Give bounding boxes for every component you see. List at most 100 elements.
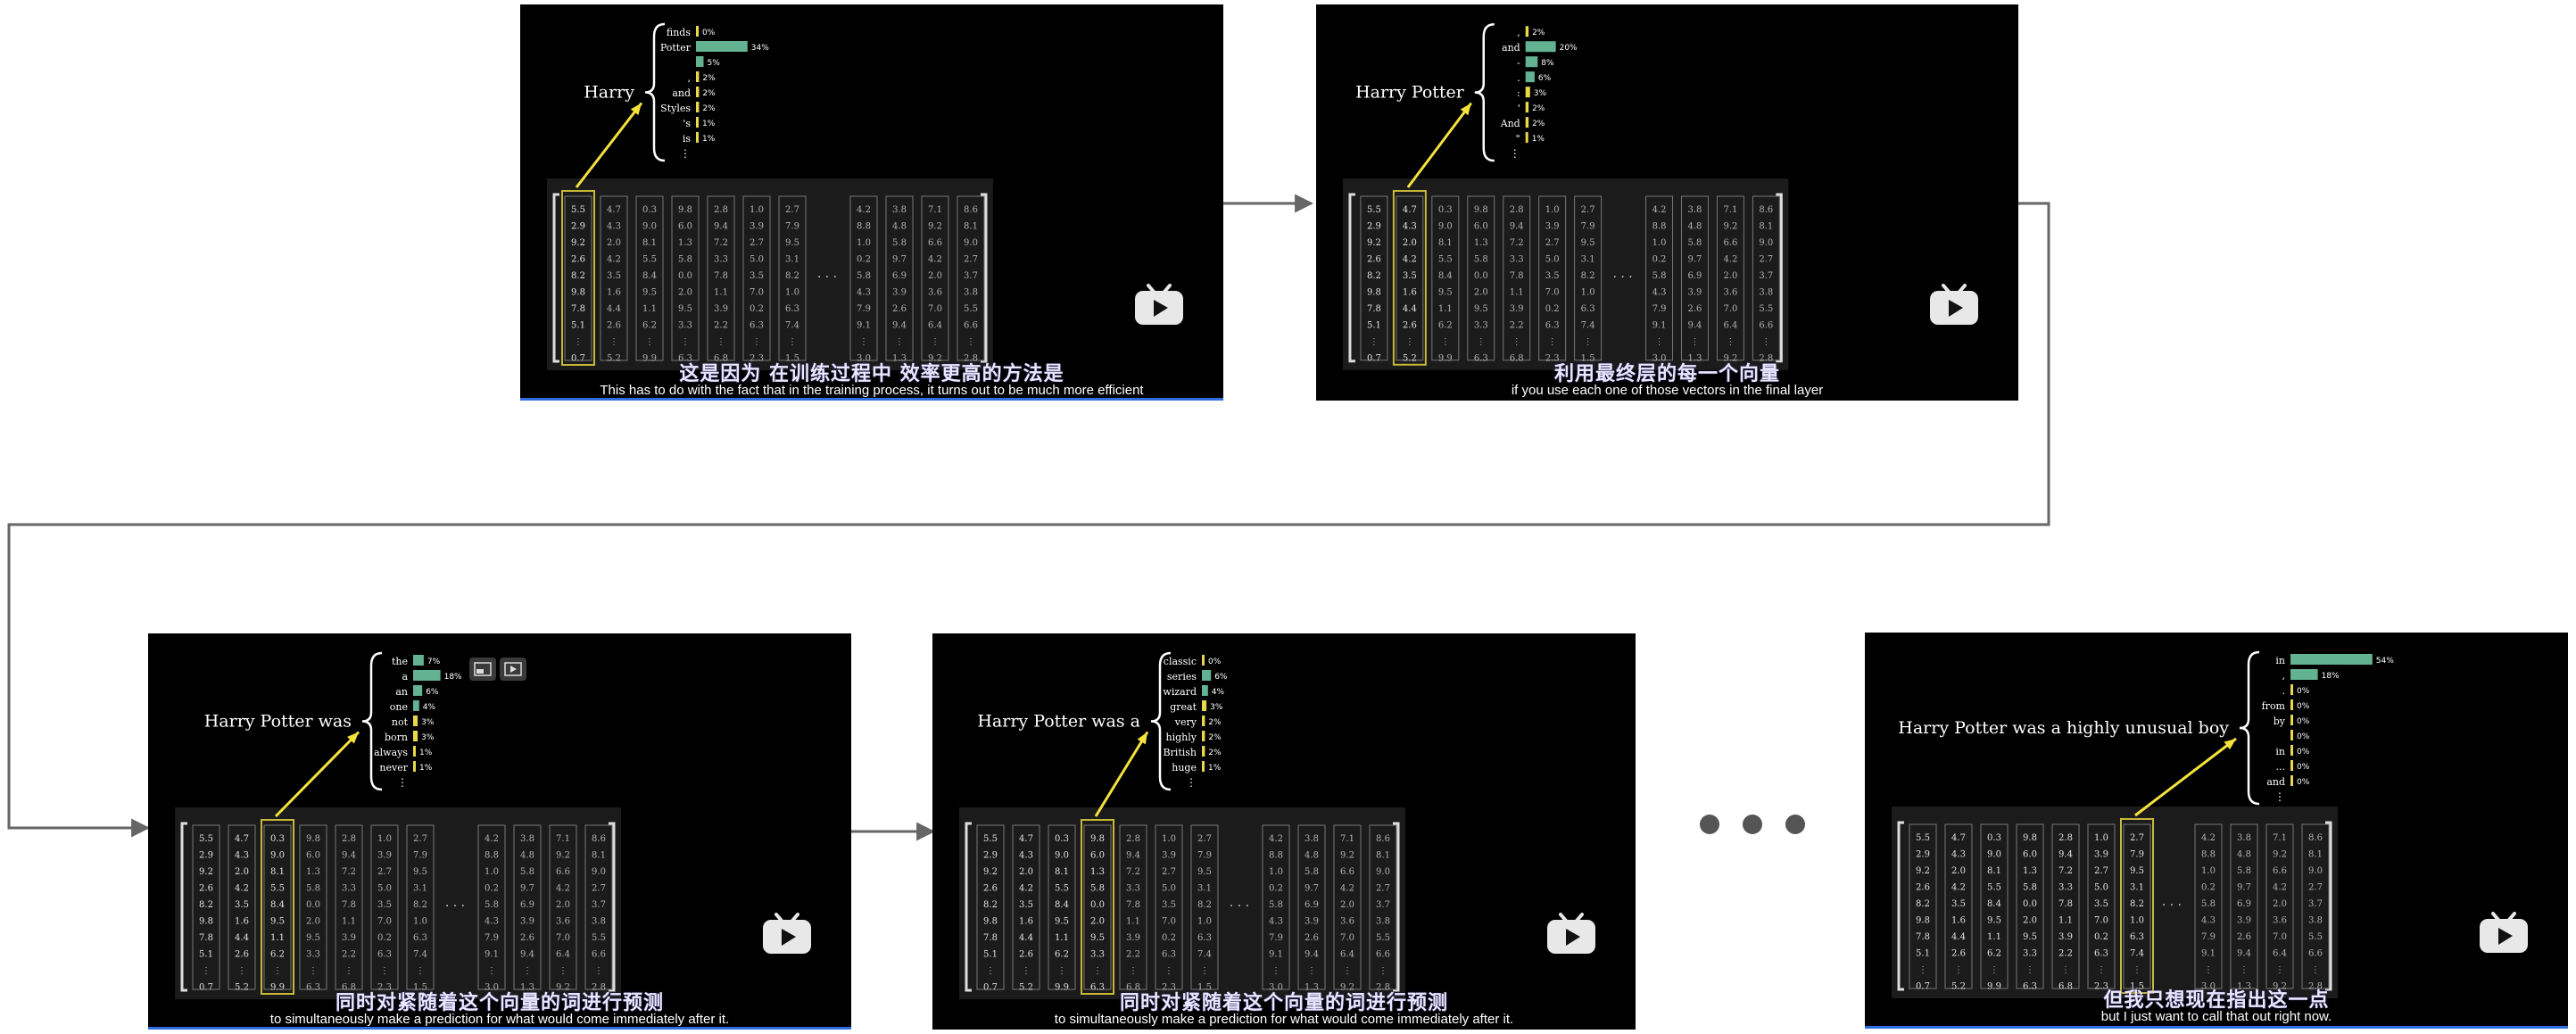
vector-column bbox=[1297, 824, 1326, 990]
vector-value: 9.7 bbox=[1305, 884, 1319, 894]
vector-vdots: ⋮ bbox=[1726, 337, 1735, 347]
vector-value: 7.0 bbox=[377, 917, 392, 927]
embedding-matrix: 5.52.99.22.68.29.87.85.10.7⋮4.74.32.04.2… bbox=[1342, 178, 1789, 370]
prediction-word: the bbox=[392, 656, 408, 667]
vector-value: 9.5 bbox=[1474, 304, 1488, 314]
vector-value: 3.6 bbox=[2273, 916, 2287, 926]
vector-value: 8.6 bbox=[1376, 834, 1390, 844]
vector-value: 6.4 bbox=[928, 321, 942, 331]
vector-value: 8.2 bbox=[571, 271, 585, 281]
vector-value: 1.3 bbox=[1090, 867, 1105, 877]
vector-value: 3.6 bbox=[1723, 287, 1737, 297]
vector-value: 8.2 bbox=[1367, 271, 1381, 281]
picture-in-picture-icon[interactable] bbox=[469, 658, 496, 681]
vector-value: 7.1 bbox=[2273, 833, 2287, 843]
vector-value: 8.2 bbox=[1916, 899, 1930, 909]
vector-vdots: ⋮ bbox=[2097, 965, 2106, 975]
vector-value: 6.4 bbox=[1340, 950, 1354, 960]
vector-value: 6.4 bbox=[556, 950, 570, 960]
highlight-column-box bbox=[1081, 819, 1114, 995]
vector-value: 9.5 bbox=[678, 304, 692, 314]
vector-value: 0.3 bbox=[270, 834, 285, 844]
vector-vdots: ⋮ bbox=[609, 337, 618, 347]
vector-vdots: ⋮ bbox=[1405, 337, 1414, 347]
prediction-word: great bbox=[1170, 701, 1197, 713]
matrix-left-bracket bbox=[965, 822, 972, 992]
vector-value: 2.8 bbox=[1759, 353, 1773, 363]
vector-value: 1.0 bbox=[2094, 833, 2108, 843]
vector-value: 2.6 bbox=[892, 304, 907, 314]
prediction-word: , bbox=[1517, 27, 1520, 38]
vector-value: 9.8 bbox=[1367, 287, 1381, 297]
vector-column bbox=[1048, 824, 1076, 990]
prediction-percent: 0% bbox=[2297, 778, 2310, 787]
vector-value: 5.5 bbox=[1916, 833, 1930, 843]
vector-value: 9.8 bbox=[306, 834, 320, 844]
vector-value: 4.7 bbox=[1403, 205, 1417, 215]
vector-value: 3.5 bbox=[750, 271, 764, 281]
prediction-bar bbox=[1525, 26, 1529, 37]
vector-value: 2.6 bbox=[1688, 304, 1702, 314]
vector-value: 2.6 bbox=[1951, 949, 1966, 959]
vector-value: 9.7 bbox=[2237, 883, 2251, 893]
vector-value: 9.5 bbox=[642, 288, 657, 298]
vector-value: 4.2 bbox=[1951, 883, 1966, 893]
vector-value: 4.3 bbox=[607, 222, 621, 232]
vector-value: 0.2 bbox=[1269, 884, 1283, 894]
prediction-more: ⋮ bbox=[397, 776, 408, 789]
prediction-bar bbox=[696, 132, 699, 143]
vector-value: 2.2 bbox=[2058, 949, 2073, 959]
vector-value: 9.0 bbox=[642, 222, 657, 232]
prediction-arrow bbox=[274, 731, 360, 818]
prediction-bar bbox=[2290, 715, 2293, 725]
vector-value: 2.0 bbox=[928, 271, 942, 281]
vector-vdots: ⋮ bbox=[559, 966, 567, 976]
vector-value: 2.8 bbox=[342, 834, 356, 844]
vector-vdots: ⋮ bbox=[1441, 337, 1450, 347]
vector-value: 9.4 bbox=[1510, 221, 1524, 231]
vector-value: 1.5 bbox=[785, 354, 799, 364]
vector-value: 6.9 bbox=[892, 271, 907, 281]
prediction-bar bbox=[1202, 685, 1208, 696]
subtitle-chinese: 同时对紧随着这个向量的词进行预测 bbox=[335, 992, 664, 1014]
vector-value: 1.3 bbox=[520, 983, 534, 993]
vector-value: 7.2 bbox=[1510, 238, 1524, 248]
vector-value: 8.4 bbox=[642, 271, 657, 281]
vector-vdots: ⋮ bbox=[594, 966, 603, 976]
vector-value: 7.4 bbox=[1581, 320, 1595, 330]
prediction-percent: 2% bbox=[1208, 733, 1222, 742]
vector-value: 9.0 bbox=[270, 851, 285, 861]
vector-value: 3.0 bbox=[1652, 353, 1667, 363]
vector-value: 6.3 bbox=[1090, 983, 1105, 993]
prediction-bar bbox=[413, 716, 418, 726]
vector-value: 0.3 bbox=[1055, 834, 1069, 844]
vector-value: 0.2 bbox=[750, 304, 764, 314]
vector-value: 9.2 bbox=[983, 867, 998, 877]
context-label: Harry Potter was bbox=[204, 712, 352, 732]
vector-value: 4.2 bbox=[928, 255, 942, 265]
context-label: Harry bbox=[584, 83, 634, 103]
vector-column bbox=[849, 195, 878, 361]
prediction-word: always bbox=[374, 747, 408, 758]
vector-value: 6.9 bbox=[1305, 900, 1319, 910]
vector-value: 5.8 bbox=[678, 255, 692, 265]
prediction-bar bbox=[2290, 669, 2318, 680]
add-to-playlist-icon[interactable] bbox=[500, 658, 526, 681]
vector-column bbox=[1752, 195, 1780, 361]
prediction-percent: 2% bbox=[1208, 718, 1222, 727]
prediction-word: a bbox=[402, 671, 408, 682]
vector-value: 2.6 bbox=[607, 321, 621, 331]
vector-value: 2.0 bbox=[306, 917, 320, 927]
vector-value: 4.4 bbox=[607, 304, 621, 314]
prediction-word: by bbox=[2274, 716, 2286, 727]
vector-value: 3.9 bbox=[750, 222, 764, 232]
vector-vdots: ⋮ bbox=[2275, 965, 2284, 975]
vector-vdots: ⋮ bbox=[1512, 337, 1521, 347]
